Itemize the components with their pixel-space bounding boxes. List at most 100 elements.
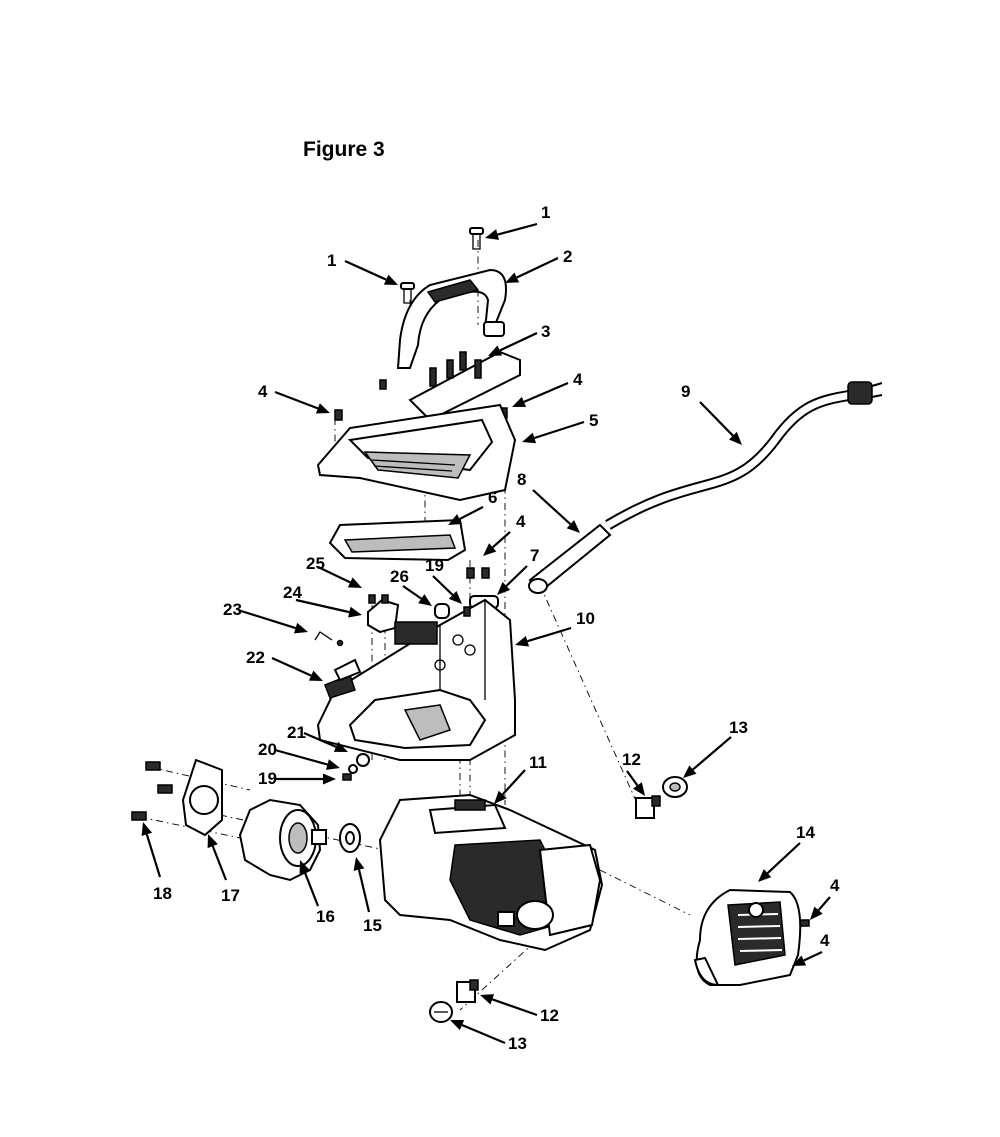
arrow-head-icon — [315, 403, 330, 414]
leader-line — [491, 998, 538, 1017]
callout-label: 2 — [563, 247, 572, 266]
callout-label: 24 — [283, 583, 302, 602]
leader-arrows — [141, 222, 831, 1045]
leader-line — [303, 731, 337, 748]
cap-part-26 — [434, 603, 450, 619]
arrow-head-icon — [207, 834, 218, 849]
leader-line — [491, 531, 511, 549]
arrow-head-icon — [141, 822, 153, 837]
callout-labels: 1 1 2 3 4 4 5 9 8 6 4 7 25 26 19 24 23 1… — [153, 203, 840, 1053]
arrow-head-icon — [505, 272, 520, 283]
callout-label: 23 — [223, 600, 242, 619]
callout-label: 8 — [517, 470, 526, 489]
arrow-head-icon — [522, 432, 537, 444]
screw-part-1 — [400, 227, 484, 304]
arrow-head-icon — [353, 857, 365, 871]
arrow-head-icon — [497, 582, 511, 595]
arrow-head-icon — [308, 670, 323, 681]
leader-line — [402, 585, 422, 600]
leader-line — [271, 656, 312, 677]
arrow-head-icon — [485, 229, 499, 240]
screws-part-18 — [131, 761, 173, 821]
arrow-head-icon — [632, 782, 645, 796]
callout-label: 21 — [287, 723, 306, 742]
arrow-head-icon — [293, 622, 308, 634]
pump-head-part-16 — [238, 798, 327, 882]
leader-line — [527, 626, 572, 643]
arrow-head-icon — [728, 431, 742, 445]
arrow-head-icon — [448, 591, 462, 604]
brush-cap-part-13-upper — [662, 776, 688, 798]
callout-label: 12 — [622, 750, 641, 769]
arrow-head-icon — [326, 759, 340, 770]
screws-part-19 — [342, 606, 471, 781]
leader-line — [432, 575, 454, 596]
callout-label: 16 — [316, 907, 335, 926]
callout-label: 9 — [681, 382, 690, 401]
leader-line — [817, 896, 831, 911]
leader-line — [303, 871, 320, 907]
top-cover-part-5 — [316, 403, 517, 502]
cord-sleeve-part-8 — [528, 523, 612, 594]
figure-title: Figure 3 — [303, 138, 385, 161]
brush-part-12-lower — [456, 979, 479, 1003]
arrow-head-icon — [494, 790, 507, 804]
callout-label: 17 — [221, 886, 240, 905]
leader-line — [501, 769, 526, 796]
callout-label: 1 — [327, 251, 336, 270]
arrow-head-icon — [348, 606, 362, 618]
leader-line — [211, 845, 228, 881]
arrow-head-icon — [683, 765, 697, 778]
leader-line — [461, 1024, 506, 1045]
callout-label: 4 — [820, 931, 830, 950]
callout-label: 18 — [153, 884, 172, 903]
fan-cover-part-14 — [693, 888, 802, 987]
arrow-head-icon — [383, 274, 398, 285]
arrow-head-icon — [515, 635, 530, 647]
leader-line — [295, 598, 350, 614]
spring-part-23 — [314, 631, 344, 647]
callout-label: 26 — [390, 567, 409, 586]
leader-line — [499, 332, 538, 352]
leader-line — [534, 420, 585, 440]
callout-label: 4 — [258, 382, 268, 401]
arrow-head-icon — [418, 594, 432, 606]
arrow-head-icon — [512, 396, 527, 407]
leader-line — [145, 834, 162, 878]
leader-line — [766, 842, 801, 874]
leader-line — [459, 506, 484, 521]
washers-parts-20-21 — [348, 753, 370, 774]
brush-part-12-upper — [635, 795, 661, 819]
leader-line — [497, 222, 538, 236]
leader-line — [317, 566, 351, 584]
leader-line — [274, 748, 328, 766]
leader-line — [357, 869, 371, 913]
arrow-head-icon — [448, 514, 463, 525]
callout-label: 14 — [796, 823, 815, 842]
leader-line — [699, 401, 734, 437]
callout-label: 19 — [425, 556, 444, 575]
callout-label: 13 — [508, 1034, 527, 1053]
leader-line — [532, 489, 572, 526]
leader-line — [523, 381, 569, 403]
arrow-head-icon — [483, 543, 497, 556]
callout-label: 7 — [530, 546, 539, 565]
carry-handle-part-2 — [396, 268, 507, 369]
arrow-head-icon — [323, 773, 336, 785]
callout-label: 20 — [258, 740, 277, 759]
motor-housing-part-11 — [378, 793, 604, 952]
arrow-head-icon — [792, 955, 807, 966]
callout-label: 22 — [246, 648, 265, 667]
arrow-head-icon — [566, 520, 580, 533]
arrow-head-icon — [480, 994, 495, 1005]
callout-label: 25 — [306, 554, 325, 573]
callout-label: 15 — [363, 916, 382, 935]
leader-line — [803, 951, 823, 962]
callout-label: 19 — [258, 769, 277, 788]
arrow-head-icon — [488, 345, 503, 356]
callout-label: 10 — [576, 609, 595, 628]
leader-line — [516, 257, 559, 279]
callout-label: 11 — [529, 753, 547, 772]
arrow-head-icon — [450, 1019, 465, 1031]
